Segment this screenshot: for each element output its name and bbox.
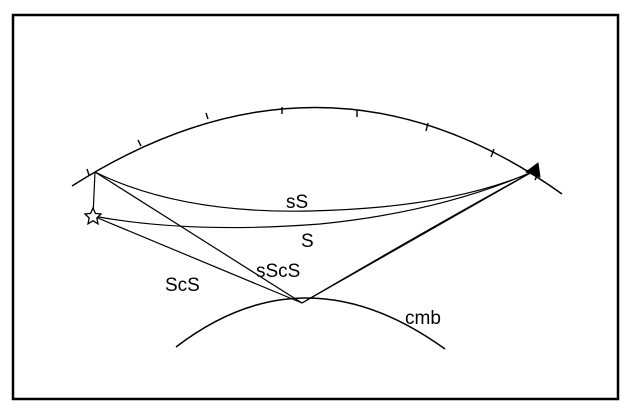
tick-mark bbox=[490, 148, 495, 158]
ray-path-sS bbox=[94, 171, 533, 212]
tick-mark bbox=[205, 112, 209, 120]
ray-path-sScS-up bbox=[301, 171, 533, 304]
frame-border bbox=[11, 13, 620, 401]
star-icon bbox=[83, 206, 103, 226]
earth-surface-arc bbox=[71, 106, 563, 195]
triangle-icon bbox=[524, 162, 541, 178]
label-cmb: cmb bbox=[405, 308, 441, 329]
label-sScS: sScS bbox=[256, 261, 300, 282]
ray-path-ScS-down bbox=[92, 215, 303, 304]
cmb-arc bbox=[175, 297, 446, 350]
tick-mark bbox=[425, 122, 429, 132]
ray-path-S bbox=[92, 171, 533, 229]
label-S: S bbox=[301, 231, 314, 252]
distance-ticks bbox=[86, 107, 539, 181]
label-sS: sS bbox=[286, 192, 308, 213]
tick-mark bbox=[137, 139, 142, 147]
ray-path-sScS-down bbox=[94, 171, 303, 304]
tick-mark bbox=[86, 168, 90, 176]
label-ScS: ScS bbox=[165, 275, 200, 296]
ray-paths bbox=[92, 171, 533, 304]
